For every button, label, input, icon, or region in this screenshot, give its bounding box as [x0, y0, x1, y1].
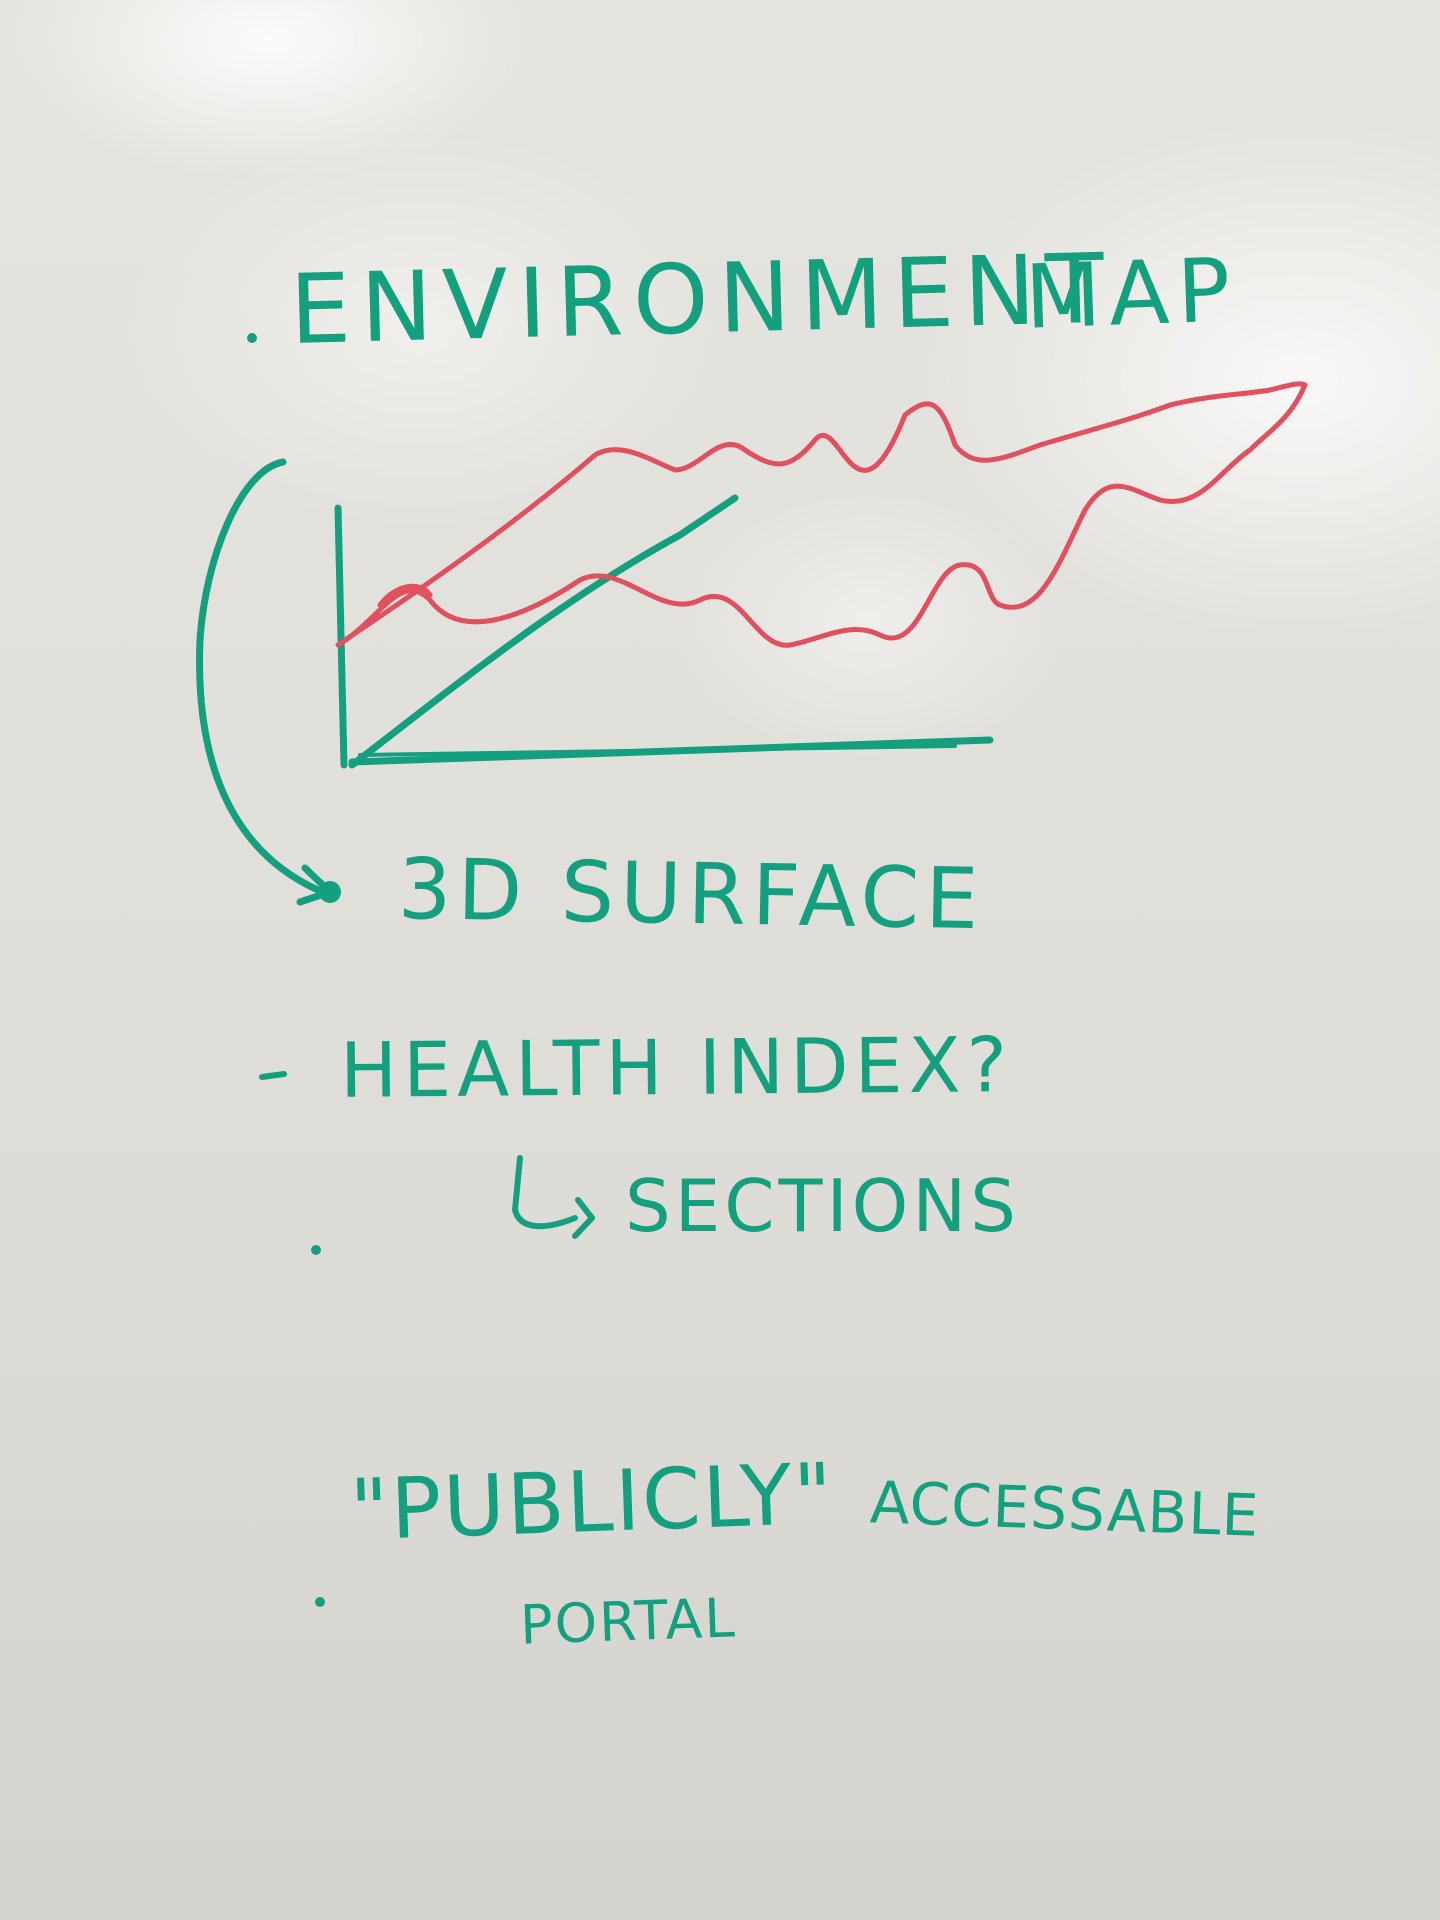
red-lower-line: [335, 382, 1308, 648]
item-accessable: ACCESSABLE: [868, 1468, 1261, 1550]
item-health-index: HEALTH INDEX?: [339, 1020, 1014, 1115]
bullet-dot: [247, 333, 257, 343]
green-diagonal-line: [348, 494, 739, 769]
hook-arrow-head: [572, 1197, 595, 1239]
arrow-head: [296, 864, 334, 906]
y-axis: [334, 504, 348, 769]
item-publicly: "PUBLICLY": [348, 1444, 836, 1560]
title-environment: ENVIRONMENT: [288, 232, 1116, 366]
red-upper-line: [342, 381, 1308, 643]
bullet-dot: [315, 1597, 325, 1607]
x-axis-double: [358, 744, 957, 757]
item-3d-surface: 3D SURFACE: [397, 839, 986, 949]
hook-arrow: [511, 1155, 578, 1230]
item-portal: PORTAL: [518, 1586, 738, 1657]
title-map: MAP: [1023, 238, 1240, 349]
red-squiggle: [377, 583, 433, 608]
item-sections: SECTIONS: [625, 1164, 1020, 1248]
bullet-dot: [311, 1245, 321, 1255]
dash-mark: [259, 1071, 287, 1080]
curved-arrow: [196, 458, 322, 894]
